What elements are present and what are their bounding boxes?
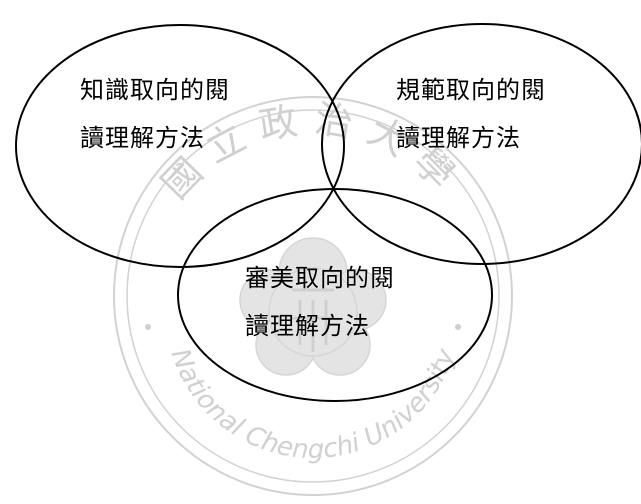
knowledge-circle-label: 知識取向的閱 讀理解方法 bbox=[80, 66, 230, 162]
norm-label-line1: 規範取向的閱 bbox=[396, 76, 546, 104]
aesthetic-circle bbox=[177, 188, 493, 402]
norm-circle bbox=[321, 23, 641, 265]
aesthetic-label-line1: 審美取向的閱 bbox=[245, 264, 395, 292]
aesthetic-label-line2: 讀理解方法 bbox=[245, 312, 370, 340]
knowledge-label-line1: 知識取向的閱 bbox=[80, 76, 230, 104]
norm-label-line2: 讀理解方法 bbox=[396, 124, 521, 152]
norm-circle-label: 規範取向的閱 讀理解方法 bbox=[396, 66, 546, 162]
knowledge-label-line2: 讀理解方法 bbox=[80, 124, 205, 152]
knowledge-circle bbox=[15, 24, 345, 268]
aesthetic-circle-label: 審美取向的閱 讀理解方法 bbox=[245, 254, 395, 350]
